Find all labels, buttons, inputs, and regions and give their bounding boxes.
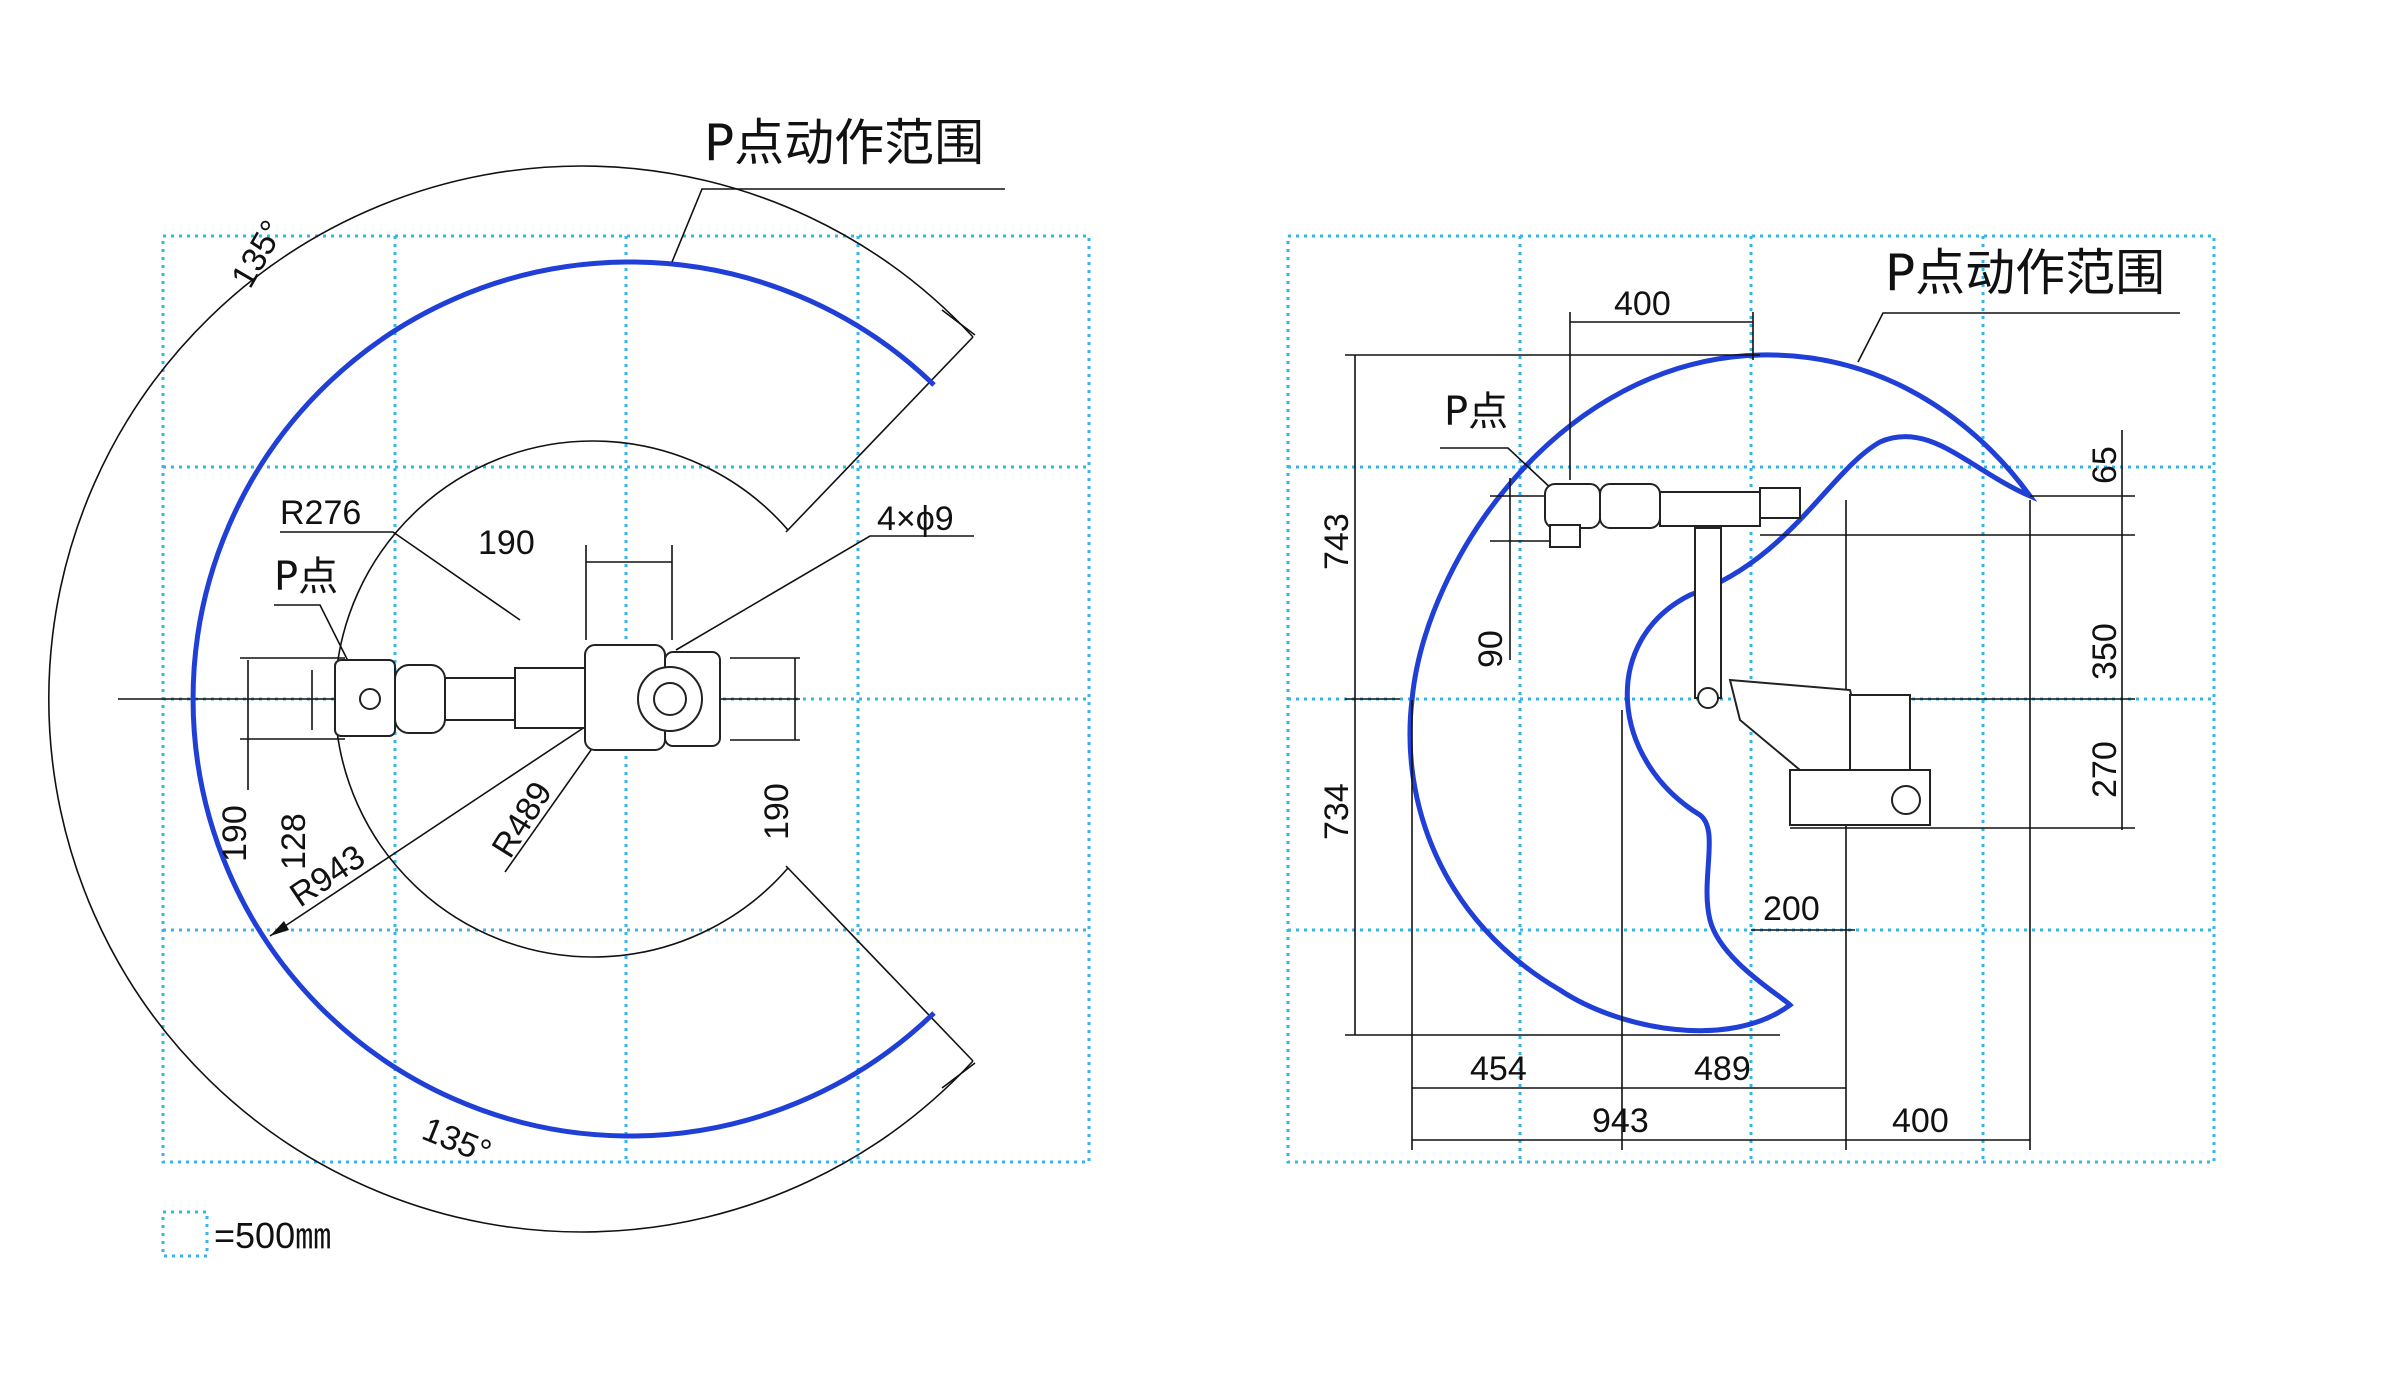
lower-opening-line — [785, 865, 974, 1062]
hole-label: 4×ϕ9 — [877, 500, 954, 538]
r489-label: R489 — [485, 775, 560, 864]
dim-90-label: 90 — [1472, 630, 1510, 668]
r276-leader — [280, 531, 521, 621]
dim-743-label: 743 — [1318, 513, 1356, 570]
title-leader-top — [671, 188, 1005, 263]
dim-489-label: 489 — [1694, 1050, 1751, 1088]
side-view-grid — [1286, 234, 2216, 1164]
dim-128-label: 128 — [275, 813, 313, 870]
top-view-title: P点动作范围 — [704, 114, 984, 172]
p-point-range-arc — [190, 259, 936, 1139]
lower-angle-tick — [941, 1062, 976, 1089]
dim-400-bottom-label: 400 — [1892, 1102, 1949, 1140]
title-leader-side — [1857, 312, 2180, 363]
r943-arrow — [270, 921, 289, 936]
legend-grid-swatch — [161, 1210, 209, 1258]
dim-190-top-label: 190 — [478, 524, 535, 562]
upper-opening-line — [785, 336, 974, 533]
dim-400-top-label: 400 — [1614, 285, 1671, 323]
dim-190-right-label: 190 — [758, 783, 796, 840]
top-view: P点动作范围 P点 R276 4×ϕ9 190 135° 135° R489 R… — [48, 114, 1091, 1233]
dim-350-label: 350 — [2086, 623, 2124, 680]
legend-label: =500㎜ — [214, 1215, 331, 1256]
side-view-p-point-label: P点 — [1444, 389, 1508, 435]
hole-leader — [675, 535, 974, 651]
dim-734-label: 734 — [1318, 783, 1356, 840]
robot-side-view — [1544, 483, 1931, 826]
top-view-p-point-label: P点 — [274, 554, 338, 600]
p-point-leader-top — [274, 604, 351, 666]
side-view: P点动作范围 P点 400 743 734 90 65 350 270 200 … — [1286, 234, 2216, 1164]
upper-angle-tick — [941, 309, 976, 336]
r943-leader — [269, 698, 628, 937]
p-point-range-outline — [1407, 352, 2038, 1034]
dim-65-label: 65 — [2086, 446, 2124, 484]
dim-200-label: 200 — [1763, 890, 1820, 928]
legend: =500㎜ — [161, 1210, 331, 1258]
dim-454-label: 454 — [1470, 1050, 1527, 1088]
dim-270-label: 270 — [2086, 741, 2124, 798]
dim-943-label: 943 — [1592, 1102, 1649, 1140]
angle-top-label: 135° — [224, 214, 292, 294]
robot-top-view — [334, 644, 721, 751]
dim-190-left-label: 190 — [216, 805, 254, 862]
side-view-title: P点动作范围 — [1885, 244, 2165, 302]
p-point-leader-side — [1440, 447, 1556, 493]
r276-label: R276 — [280, 494, 361, 532]
outer-angle-arc — [48, 165, 974, 1233]
